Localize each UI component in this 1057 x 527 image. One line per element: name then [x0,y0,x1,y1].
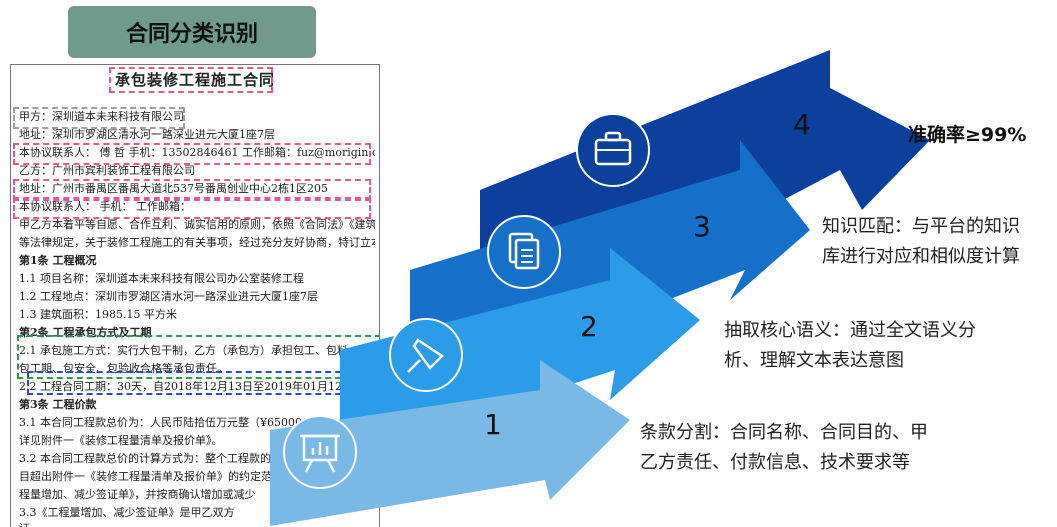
contract-line: 证。 [19,521,375,527]
briefcase-icon [576,113,650,187]
page-title: 合同分类识别 [68,6,316,58]
step-4-number: 4 [793,108,811,141]
step-1-desc-line-2: 乙方责任、付款信息、技术要求等 [640,452,910,473]
step-2-number: 2 [580,310,598,343]
documents-icon [487,215,561,289]
step-4-description: 准确率≥99% [908,120,1026,150]
contract-line: 3.1 本合同工程款总价为：人民币陆拾伍万元整（¥650000.00） [19,416,338,429]
contract-line: 甲乙方本着平等自愿、合作互利、诚实信用的原则，依照《合同法》《建筑法》 [19,218,375,231]
contract-line: 程量增加、减少签证单》，并按商确认增加或减少 [19,488,256,501]
contract-title: 承包装修工程施工合同 [114,71,275,89]
contract-line: 乙方：广州市宾利装饰工程有限公司 [19,164,195,177]
step-1-description: 条款分割：合同名称、合同目的、甲 乙方责任、付款信息、技术要求等 [640,418,928,478]
step-2-desc-line-1: 抽取核心语义：通过全文语义分 [724,320,976,341]
contract-line: 3.3《工程量增加、减少签证单》是甲乙双方 [19,506,235,519]
step-4-desc-line: 准确率≥99% [908,124,1027,146]
step-2-description: 抽取核心语义：通过全文语义分 析、理解文本表达意图 [724,316,976,376]
contract-line: 1.2 工程地点：深圳市罗湖区清水河一路深业进元大厦1座7层 [19,290,318,303]
contract-line: 本协议联系人： 傅 哲 手机：13502846461 工作邮箱：fuz@mori… [19,146,375,159]
step-1-arrow [270,360,630,526]
contract-line: 目超出附件一《装修工程量清单及报价单》的约定范围， [19,470,294,483]
contract-line: 第3条 工程价款 [19,398,97,411]
contract-line: 2.2 工程合同工期：30天，自2018年12月13日至2019年01月12日竣… [19,380,375,393]
contract-line: 等法律规定，关于装修工程施工的有关事项，经过充分友好协商，特订立本合同。 [19,236,375,249]
contract-line: 1.1 项目名称：深圳道本未来科技有限公司办公室装修工程 [19,272,304,285]
step-1-desc-line-1: 条款分割：合同名称、合同目的、甲 [640,422,928,443]
step-2-desc-line-2: 析、理解文本表达意图 [724,350,904,371]
contract-line: 详见附件一《装修工程量清单及报价单》。 [19,434,223,447]
contract-line: 地址：深圳市罗湖区清水河一路深业进元大厦1座7层 [19,128,275,141]
step-3-description: 知识匹配：与平台的知识 库进行对应和相似度计算 [822,212,1020,272]
step-1-number: 1 [484,408,502,441]
step-3-desc-line-2: 库进行对应和相似度计算 [822,246,1020,267]
contract-line: 1.3 建筑面积：1985.15 平方米 [19,308,177,321]
pushpin-icon [389,318,463,392]
contract-line: 3.2 本合同工程款总价的计算方式为：整个工程款的包干 [19,452,293,465]
presentation-chart-icon [283,415,357,489]
step-3-number: 3 [693,210,711,243]
contract-line: 甲方：深圳道本未来科技有限公司 [19,110,184,123]
step-3-desc-line-1: 知识匹配：与平台的知识 [822,216,1020,237]
contract-line: 本协议联系人： 手机： 工作邮箱： [19,200,191,213]
contract-line: 2.1 承包施工方式：实行大包干制，乙方（承包方）承担包工、包料、包质量、 [19,344,375,357]
contract-line: 地址：广州市番禺区番禺大道北537号番禺创业中心2栋1区205 [19,182,328,195]
contract-line: 第1条 工程概况 [19,254,97,267]
